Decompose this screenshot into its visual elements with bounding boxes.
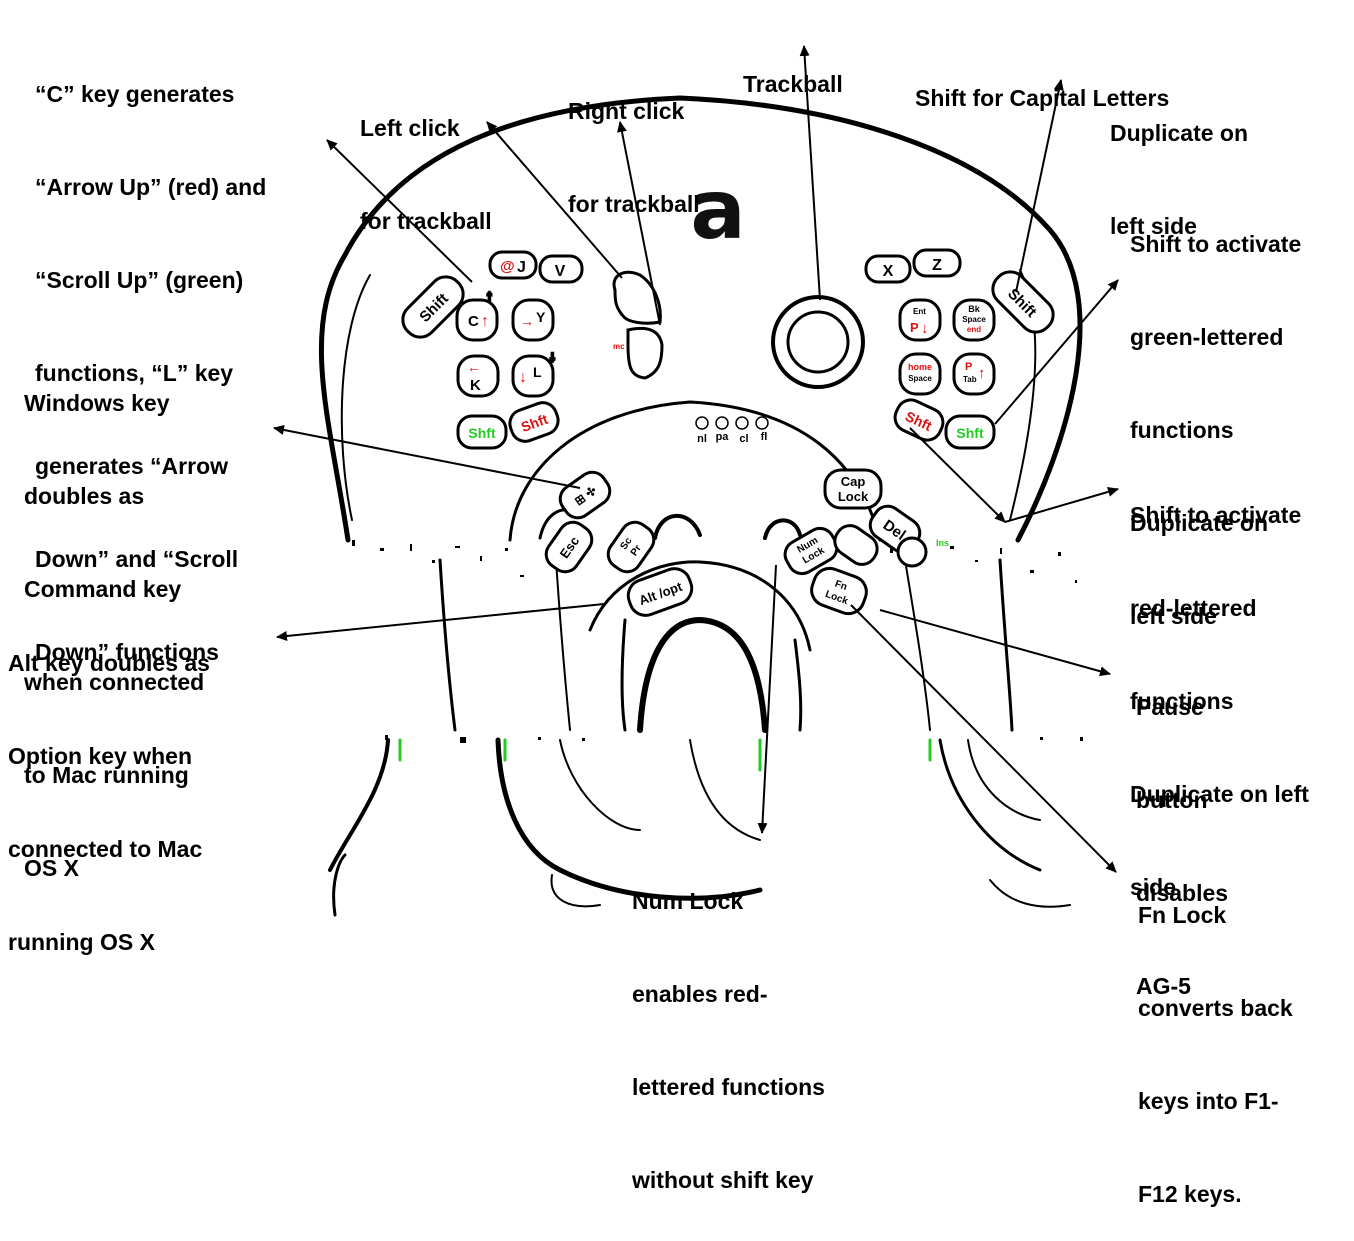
pause-key[interactable] xyxy=(829,520,882,570)
annotation-shift-red: Shift to activate red-lettered functions… xyxy=(1130,502,1309,900)
svg-text:home: home xyxy=(908,362,932,372)
svg-text:C: C xyxy=(468,313,479,330)
shift-key-right[interactable]: Shift xyxy=(986,265,1060,339)
svg-text:←: ← xyxy=(467,359,481,375)
mc-label: mc xyxy=(613,342,625,351)
key-y[interactable]: → Y xyxy=(511,298,555,342)
key-x[interactable]: X xyxy=(864,254,912,284)
svg-text:Space: Space xyxy=(962,315,986,324)
svg-text:Ent: Ent xyxy=(913,307,926,316)
cap-lock-key[interactable]: Cap Lock xyxy=(823,468,883,510)
key-shft-red-right[interactable]: Shft xyxy=(890,395,947,444)
logo: a xyxy=(690,163,745,258)
trackball[interactable] xyxy=(771,295,865,389)
key-c[interactable]: C ↑ xyxy=(455,298,499,342)
left-click-key[interactable] xyxy=(612,270,662,325)
fn-lock-key[interactable]: Fn Lock xyxy=(807,564,871,618)
svg-text:Tab: Tab xyxy=(963,375,977,384)
logo-letter: a xyxy=(690,163,745,258)
annotation-shift-green: Shift to activate green-lettered functio… xyxy=(1130,231,1302,629)
ins-key[interactable] xyxy=(896,536,928,568)
scroll-down-arrow: ↓ xyxy=(549,348,556,364)
annotation-shift-capital-duplicate: Duplicate on left side xyxy=(1110,120,1249,239)
key-bk-space[interactable]: Bk Space end xyxy=(952,298,996,342)
annotation-trackball: Trackball xyxy=(743,71,843,97)
svg-text:Lock: Lock xyxy=(838,489,869,504)
svg-text:K: K xyxy=(470,377,481,394)
annotation-windows-key: Windows key doubles as Command key when … xyxy=(24,390,205,881)
annotation-alt-key: Alt key doubles as Option key when conne… xyxy=(8,650,210,955)
led-labels: nl pa cl fl xyxy=(697,431,767,445)
esc-key[interactable]: Esc xyxy=(541,517,598,577)
svg-text:↓: ↓ xyxy=(519,369,527,386)
pointer-arrows xyxy=(273,45,1119,873)
key-at-j[interactable]: @ J xyxy=(488,250,538,280)
led-pa: pa xyxy=(716,431,730,443)
key-ent-p[interactable]: Ent P ↓ xyxy=(898,298,942,342)
svg-text:P: P xyxy=(965,361,972,373)
svg-text:↑: ↑ xyxy=(481,313,489,330)
svg-text:@: @ xyxy=(500,258,515,275)
led-fl: fl xyxy=(761,431,768,443)
svg-text:↑: ↑ xyxy=(978,365,986,382)
annotation-left-click: Left click for trackball xyxy=(360,115,492,234)
key-l[interactable]: ↓ L xyxy=(511,354,555,398)
windows-key[interactable]: ⊞ ✣ xyxy=(555,467,615,524)
key-shft-red-left[interactable]: Shft xyxy=(506,399,562,445)
right-click-key[interactable] xyxy=(626,326,664,380)
key-shft-green-right[interactable]: Shft xyxy=(944,414,996,450)
svg-text:Shft: Shft xyxy=(956,425,984,441)
key-home-space[interactable]: home Space xyxy=(898,352,942,396)
scroll-up-arrow: ↑ xyxy=(486,287,493,303)
shift-key-left[interactable]: Shift xyxy=(396,270,470,344)
svg-text:J: J xyxy=(517,259,526,276)
alt-opt-key[interactable]: Alt /opt xyxy=(624,564,696,620)
key-k[interactable]: ← K xyxy=(456,354,500,398)
key-v[interactable]: V xyxy=(538,254,584,284)
svg-text:P: P xyxy=(910,320,919,335)
annotation-fn-lock: Fn Lock converts back keys into F1- F12 … xyxy=(1138,902,1293,1207)
prt-sc-key[interactable]: Sc Pr xyxy=(603,517,660,577)
num-lock-key[interactable]: Num Lock xyxy=(780,523,842,578)
mouse-click-keys xyxy=(612,270,664,380)
key-z[interactable]: Z xyxy=(912,248,962,278)
svg-text:→: → xyxy=(520,313,534,329)
svg-text:X: X xyxy=(883,263,894,280)
led-cl: cl xyxy=(739,433,748,445)
annotation-shift-capital: Shift for Capital Letters xyxy=(915,85,1170,111)
led-indicators xyxy=(695,416,769,430)
svg-text:V: V xyxy=(555,263,566,280)
ins-label: Ins xyxy=(936,538,949,548)
scan-noise xyxy=(352,540,1083,743)
svg-text:L: L xyxy=(533,364,542,380)
keyboard-diagram: a mc nl pa cl fl Shift @ J V xyxy=(273,45,1119,917)
led-nl: nl xyxy=(697,433,707,445)
svg-text:Z: Z xyxy=(932,257,942,274)
key-shft-green-left[interactable]: Shft xyxy=(456,414,508,450)
svg-text:Cap: Cap xyxy=(841,474,866,489)
svg-text:↓: ↓ xyxy=(921,320,929,337)
svg-text:Bk: Bk xyxy=(968,304,980,314)
svg-text:Space: Space xyxy=(908,374,932,383)
annotation-c-key: “C” key generates “Arrow Up” (red) and “… xyxy=(35,81,267,665)
right-key-cluster: X Z Shift Ent P ↓ Bk Space end home Spac… xyxy=(864,248,1060,450)
left-key-cluster: Shift @ J V C ↑ ↑ → Y ← K ↓ xyxy=(396,250,584,450)
svg-text:Shft: Shft xyxy=(468,425,496,441)
annotation-right-click: Right click for trackball xyxy=(568,98,700,217)
thumb-keys: ⊞ ✣ Esc Sc Pr Alt /opt Cap Lock Del Num … xyxy=(541,467,949,620)
key-p-tab[interactable]: P Tab ↑ xyxy=(952,352,996,396)
svg-text:end: end xyxy=(967,325,981,334)
svg-text:Fn: Fn xyxy=(833,579,848,594)
svg-text:Y: Y xyxy=(536,309,546,325)
keyboard-body xyxy=(318,95,1083,917)
annotation-num-lock: Num Lock enables red- lettered functions… xyxy=(632,888,825,1193)
